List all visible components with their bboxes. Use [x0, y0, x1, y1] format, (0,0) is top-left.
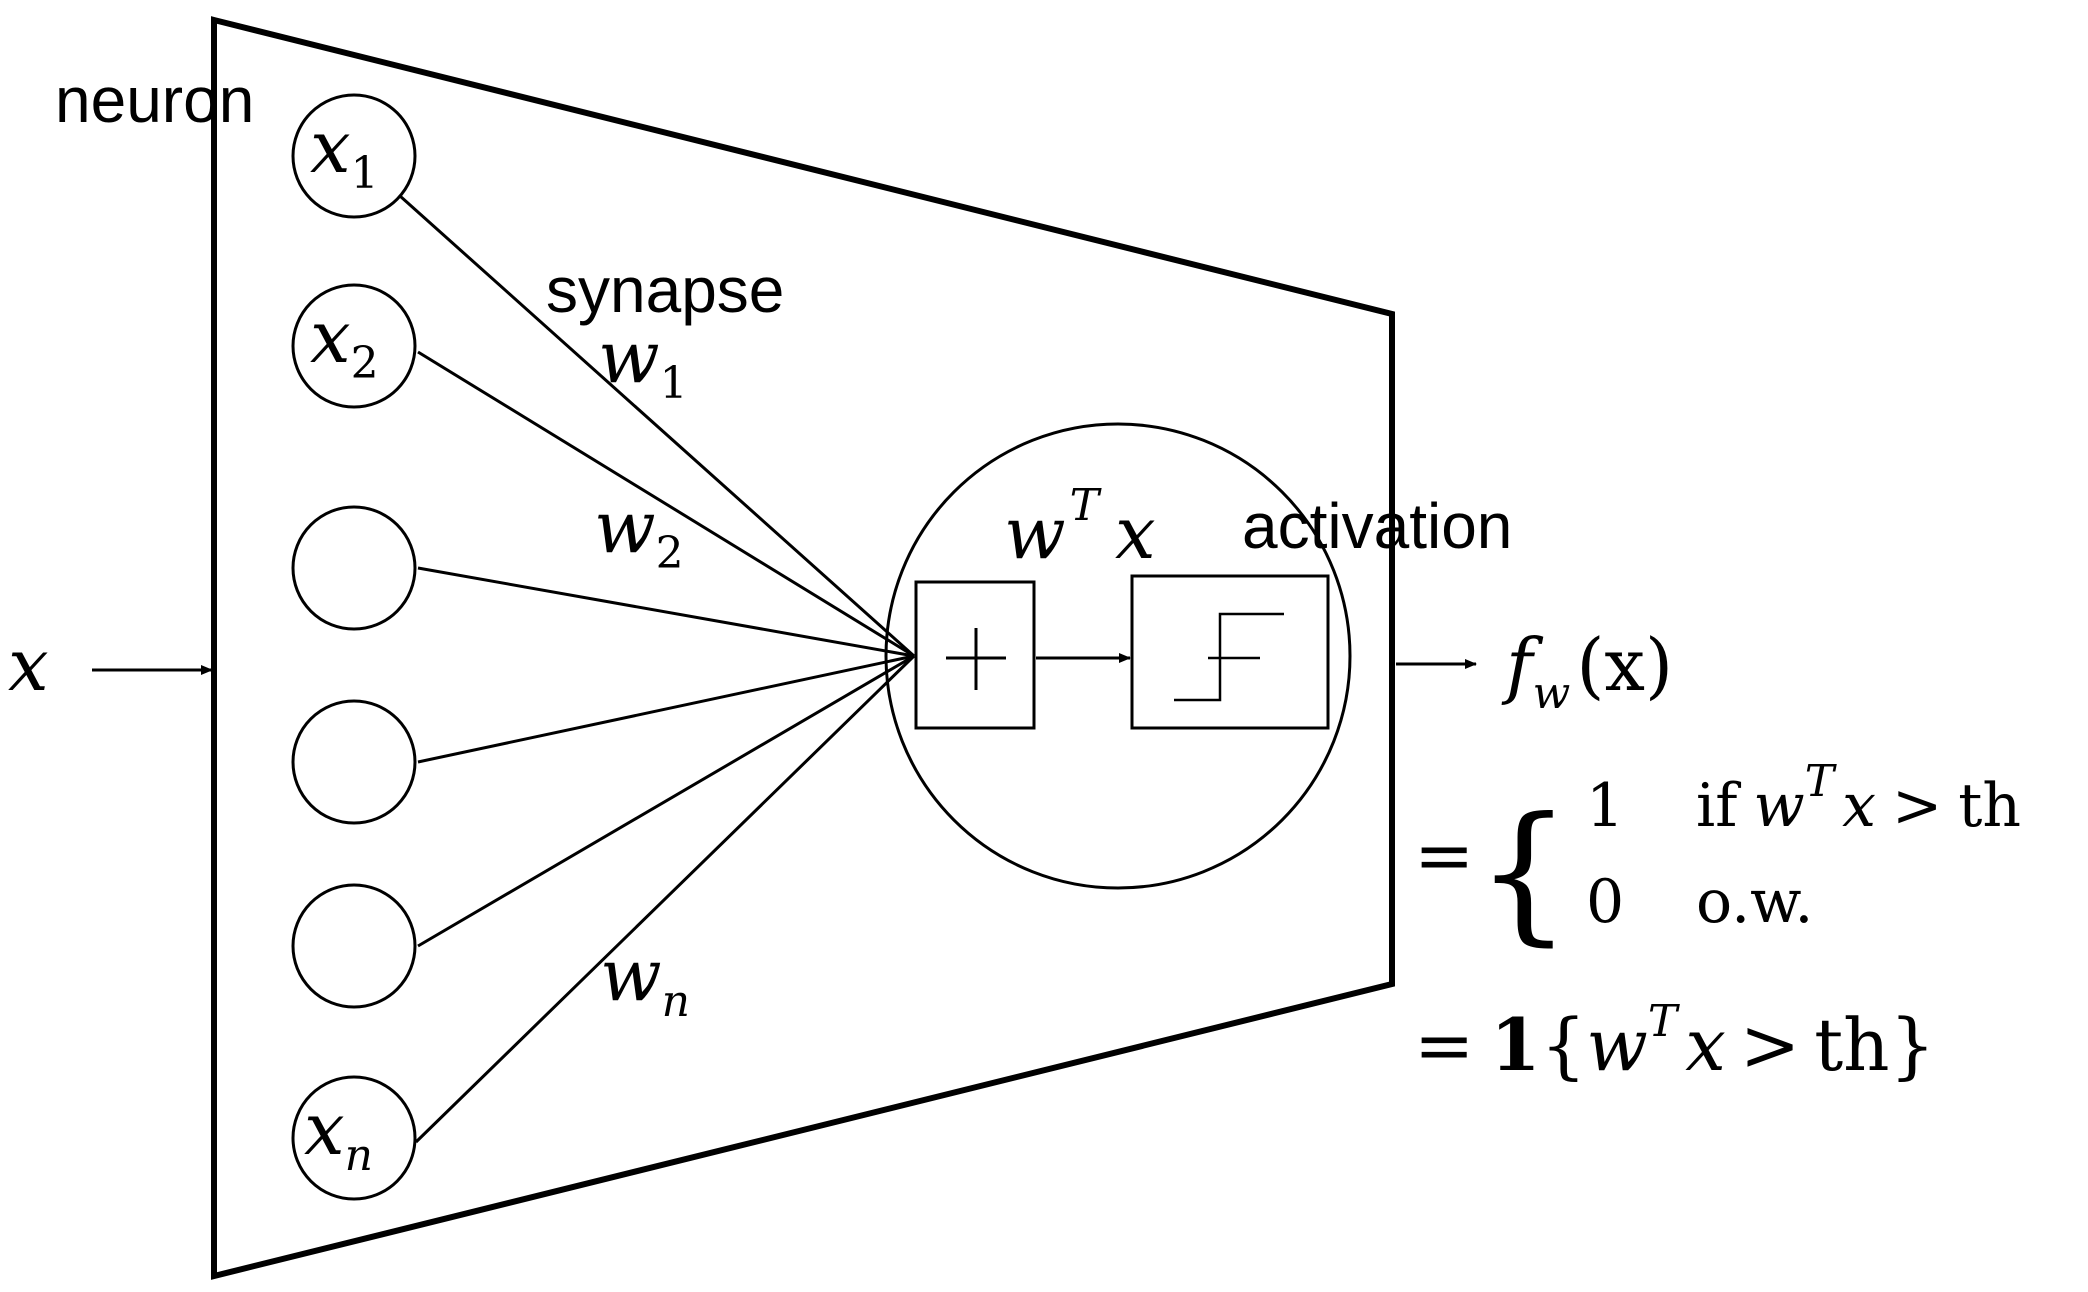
activation-block [1130, 574, 1330, 730]
synapse-line-3 [417, 566, 915, 658]
input-node-3 [291, 505, 417, 631]
activation-label: activation [1242, 490, 1512, 562]
case2-condition: o.w. [1696, 867, 1813, 937]
input-node-1 [291, 93, 417, 219]
equation-equals-1: = [1414, 813, 1474, 897]
synapse-line-1 [398, 194, 916, 658]
weight-label-wn: wn [600, 933, 690, 1027]
synapse-line-2 [417, 350, 915, 658]
input-node-2 [291, 283, 417, 409]
synapse-line-6 [414, 654, 916, 1144]
case2-value: 0 [1586, 867, 1624, 937]
weight-label-w2: w2 [594, 485, 684, 579]
synapse-line-5 [417, 654, 915, 948]
input-node-4 [291, 699, 417, 825]
input-node-6 [291, 1075, 417, 1201]
neuron-body [211, 16, 1395, 1280]
equation-brace: { [1476, 786, 1571, 960]
input-x-label: x [8, 623, 49, 707]
processing-unit-circle [884, 422, 1352, 890]
output-function-label: fw(x) [1501, 623, 1673, 719]
synapse-line-4 [417, 654, 915, 764]
weight-label-w1: w1 [598, 315, 688, 409]
synapse-label: synapse [546, 254, 784, 326]
node-label-x2: x2 [310, 295, 379, 389]
case1-value: 1 [1586, 771, 1624, 841]
neuron-label: neuron [55, 64, 254, 136]
node-label-xn: xn [304, 1087, 373, 1181]
input-node-5 [291, 883, 417, 1009]
summation-block [914, 580, 1036, 730]
node-label-x1: x1 [310, 105, 379, 199]
